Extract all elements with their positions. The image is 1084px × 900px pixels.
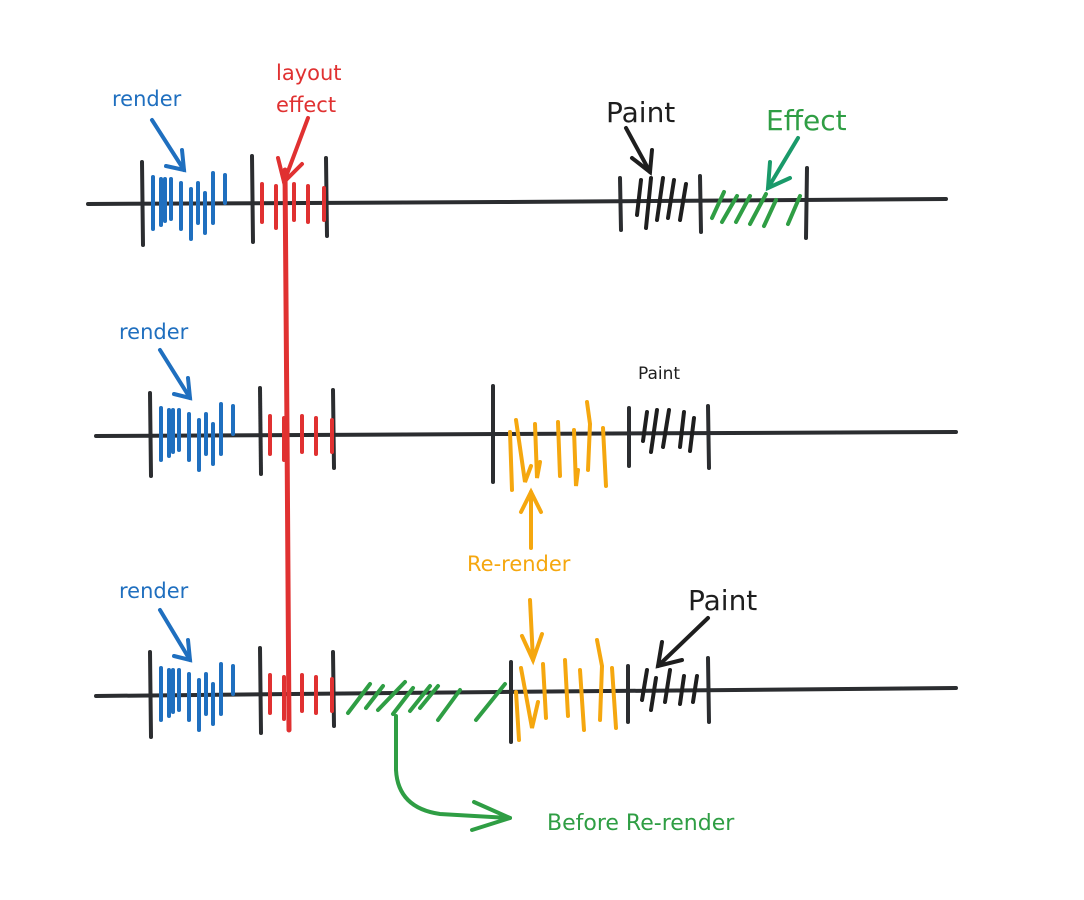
render-arrow-icon xyxy=(150,118,187,173)
layout-effect-arrow-icon xyxy=(276,116,310,186)
before-re-render-label: Before Re-render xyxy=(547,811,735,836)
render-label: render xyxy=(119,579,189,603)
timeline-row-3: render Paint xyxy=(94,579,958,744)
re-render-segment xyxy=(508,400,608,492)
layout-effect-label-line2: effect xyxy=(276,93,336,117)
boundary-ticks xyxy=(140,154,809,247)
re-render-label: Re-render xyxy=(467,552,571,576)
timeline-row-1: render layout effect Paint Effect xyxy=(86,61,948,247)
render-segment xyxy=(151,171,227,241)
paint-arrow-icon xyxy=(655,616,710,669)
layout-effect-segment xyxy=(268,673,334,721)
paint-arrow-icon xyxy=(624,126,654,176)
paint-segment xyxy=(640,668,699,712)
before-re-render-annotation: Before Re-render xyxy=(394,714,735,836)
paint-label: Paint xyxy=(688,584,757,617)
up-arrow-icon xyxy=(519,487,543,550)
paint-segment xyxy=(641,408,696,454)
timeline-axis xyxy=(94,430,958,438)
render-arrow-icon xyxy=(158,608,193,663)
effect-segment xyxy=(346,680,507,722)
timeline-axis xyxy=(86,197,948,206)
layout-effect-label-line1: layout xyxy=(276,61,342,85)
render-segment xyxy=(159,662,235,732)
paint-label: Paint xyxy=(638,364,680,384)
layout-effect-segment xyxy=(268,414,334,462)
down-arrow-icon xyxy=(520,598,544,666)
re-render-annotation: Re-render xyxy=(467,487,571,666)
render-label: render xyxy=(112,87,182,111)
boundary-ticks xyxy=(148,646,711,744)
layout-effect-vertical-line xyxy=(282,167,292,733)
paint-segment xyxy=(635,176,688,230)
re-render-segment xyxy=(514,638,618,742)
arrow-head-icon xyxy=(470,800,512,832)
effect-arrow-icon xyxy=(765,136,800,192)
render-segment xyxy=(159,402,235,472)
effect-label: Effect xyxy=(766,104,847,137)
layout-effect-segment xyxy=(260,182,326,230)
render-arrow-icon xyxy=(158,348,193,401)
render-label: render xyxy=(119,320,189,344)
paint-label: Paint xyxy=(606,96,675,129)
curved-arrow-icon xyxy=(394,714,512,820)
effect-segment xyxy=(710,190,802,228)
timeline-row-2: render Paint xyxy=(94,320,958,492)
